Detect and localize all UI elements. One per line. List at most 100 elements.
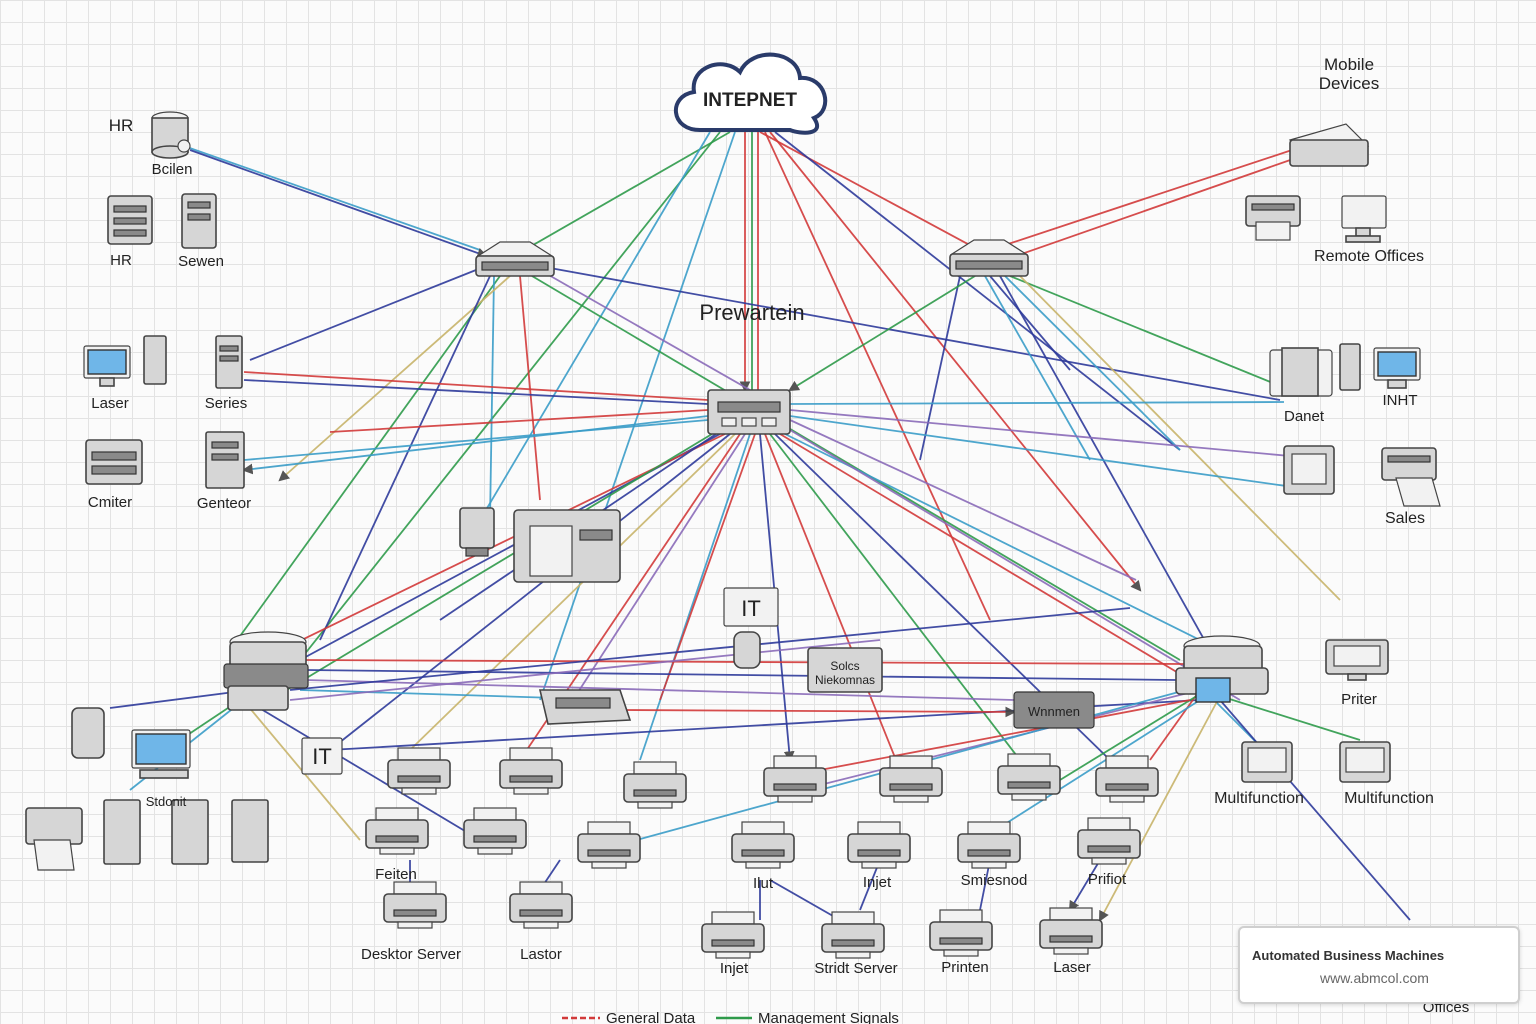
connection-line	[229, 275, 501, 651]
printer-icon	[577, 821, 641, 869]
connection-line	[531, 275, 1181, 661]
wnnmen-label: Wnnmen	[1028, 704, 1080, 719]
sewen-tower-icon	[181, 193, 217, 249]
connection-line	[1068, 859, 1101, 912]
connection-line	[329, 433, 731, 751]
printer-icon	[763, 755, 827, 803]
hr-database-icon	[151, 111, 191, 159]
connection-line	[789, 409, 1291, 457]
small-antenna-device	[459, 507, 495, 557]
label-printen: Printen	[941, 959, 989, 976]
printer-icon	[387, 747, 451, 795]
label-prifiot: Prifiot	[1088, 871, 1127, 888]
label-stridt-server: Stridt Server	[814, 960, 897, 977]
connection-lines	[109, 131, 1411, 922]
connection-line	[1059, 693, 1201, 781]
connection-line	[1219, 695, 1361, 741]
tower-row-icons	[103, 799, 269, 865]
connection-line	[241, 415, 709, 475]
left-small-tower-icon	[71, 707, 105, 759]
connection-line	[299, 131, 721, 661]
danet-server-icon	[1269, 343, 1361, 397]
legend-management-signals: Management Signals	[758, 1010, 899, 1024]
genteor-tower-icon	[205, 431, 245, 489]
printer-icon	[1039, 907, 1103, 955]
connection-line	[409, 433, 736, 751]
inht-monitor-icon	[1373, 347, 1421, 389]
label-multifunction-2: Multifunction	[1344, 790, 1434, 807]
label-priter: Priter	[1341, 691, 1377, 708]
connection-line	[243, 379, 709, 405]
connection-line	[479, 131, 711, 521]
it-left-label: IT	[312, 744, 332, 769]
connection-line	[183, 145, 481, 251]
label-stdonit: Stdonit	[146, 794, 187, 809]
priter-display-icon	[1325, 639, 1389, 681]
label-sewen: Sewen	[178, 253, 224, 270]
connection-line	[189, 149, 489, 259]
printer-icon	[997, 753, 1061, 801]
label-danet: Danet	[1284, 408, 1325, 425]
connection-line	[243, 371, 709, 401]
multifunction-1-icon	[1241, 741, 1293, 783]
connection-line	[268, 433, 713, 702]
brand-card: Automated Business Machines www.abmcol.c…	[1238, 926, 1520, 1004]
label-cmiter: Cmiter	[88, 494, 132, 511]
connection-line	[1019, 275, 1341, 601]
device-labels: HR Bcilen HR Sewen Mobile Devices Remote…	[88, 55, 1469, 1016]
connection-line	[989, 275, 1071, 371]
printer-icon	[623, 761, 687, 809]
connection-line	[1004, 275, 1181, 451]
label-multifunction-1: Multifunction	[1214, 790, 1304, 807]
sales-printer-icon	[1381, 447, 1441, 507]
connection-line	[789, 419, 1137, 581]
multifunction-2-icon	[1339, 741, 1391, 783]
connection-line	[255, 705, 482, 842]
it-top-label: IT	[741, 596, 761, 621]
printer-icon	[929, 909, 993, 957]
connection-line	[764, 433, 901, 771]
connection-line	[305, 679, 1015, 701]
connection-line	[979, 699, 1201, 841]
label-genteor: Genteor	[197, 495, 251, 512]
series-tower-icon	[215, 335, 243, 389]
label-smiesnod: Smiesnod	[961, 872, 1028, 889]
center-large-device	[513, 509, 621, 583]
legend: General Data Management Signals	[562, 1010, 899, 1024]
label-injet-mid: Injet	[863, 874, 892, 891]
connection-line	[779, 433, 1191, 681]
connection-line	[1098, 695, 1221, 922]
connection-line	[789, 401, 1285, 405]
connection-line	[789, 415, 1287, 487]
label-laser-left: Laser	[91, 395, 129, 412]
left-router	[475, 241, 555, 277]
right-switch-cluster	[1175, 635, 1269, 703]
connection-line	[489, 275, 495, 521]
connection-line	[788, 275, 976, 392]
label-remote-offices: Remote Offices	[1314, 248, 1424, 265]
wnnmen-box: Wnnmen	[1013, 691, 1095, 729]
printer-icon	[1077, 817, 1141, 865]
connection-line	[305, 669, 1177, 681]
printer-icon	[879, 755, 943, 803]
hub-label: Prewartein	[699, 300, 804, 325]
label-feiten: Feiten	[375, 866, 417, 883]
connection-line	[659, 433, 756, 701]
connection-line	[519, 275, 541, 501]
connection-line	[1149, 689, 1201, 761]
internet-label: INTEPNET	[703, 90, 797, 111]
connection-line	[539, 131, 736, 701]
printer-icon	[463, 807, 527, 855]
label-bcilen: Bcilen	[152, 161, 193, 178]
remote-monitor-icon	[1341, 195, 1387, 243]
connection-line	[989, 149, 1293, 251]
connection-line	[769, 131, 1142, 592]
connection-line	[249, 269, 477, 361]
left-switch-cluster	[223, 631, 309, 711]
connection-line	[319, 275, 491, 641]
connection-line	[769, 879, 841, 921]
internet-cloud: INTEPNET	[674, 52, 828, 135]
label-inht: INHT	[1383, 392, 1418, 409]
